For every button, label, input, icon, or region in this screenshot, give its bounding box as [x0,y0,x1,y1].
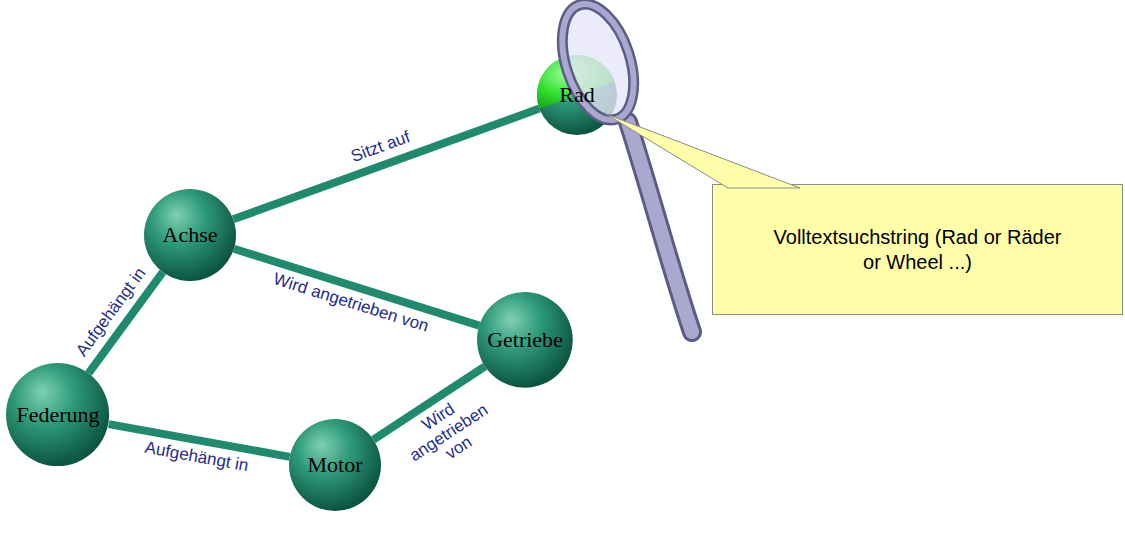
callout-pointer [606,114,800,188]
highlight-cap [537,55,615,109]
sphere-body [6,363,109,466]
part-name: Motor [308,452,363,478]
part-name: Federung [16,402,99,428]
part-sphere: Federung [6,363,109,466]
part-sphere: Getriebe [477,292,573,388]
callout-text: Volltextsuchstring (Rad or Räder or Whee… [768,225,1068,275]
relation-label: Aufgehängt in [73,264,150,360]
part-name: Getriebe [487,327,563,353]
part-name: Achse [163,222,218,248]
relation-label: Wird angetrieben von [383,377,514,490]
sphere-body [289,419,381,511]
relation-label: Wird angetrieben von [271,271,431,337]
part-sphere: Achse [144,189,236,281]
sphere-body [144,189,236,281]
part-name: Rad [559,82,594,108]
callout-box: Volltextsuchstring (Rad or Räder or Whee… [712,184,1123,315]
relation-label: Sitzt auf [349,128,413,166]
sphere-body [477,292,573,388]
relation-line [233,109,539,220]
sphere-body [537,55,617,135]
part-sphere: Motor [289,419,381,511]
relation-label: Aufgehängt in [143,439,250,476]
